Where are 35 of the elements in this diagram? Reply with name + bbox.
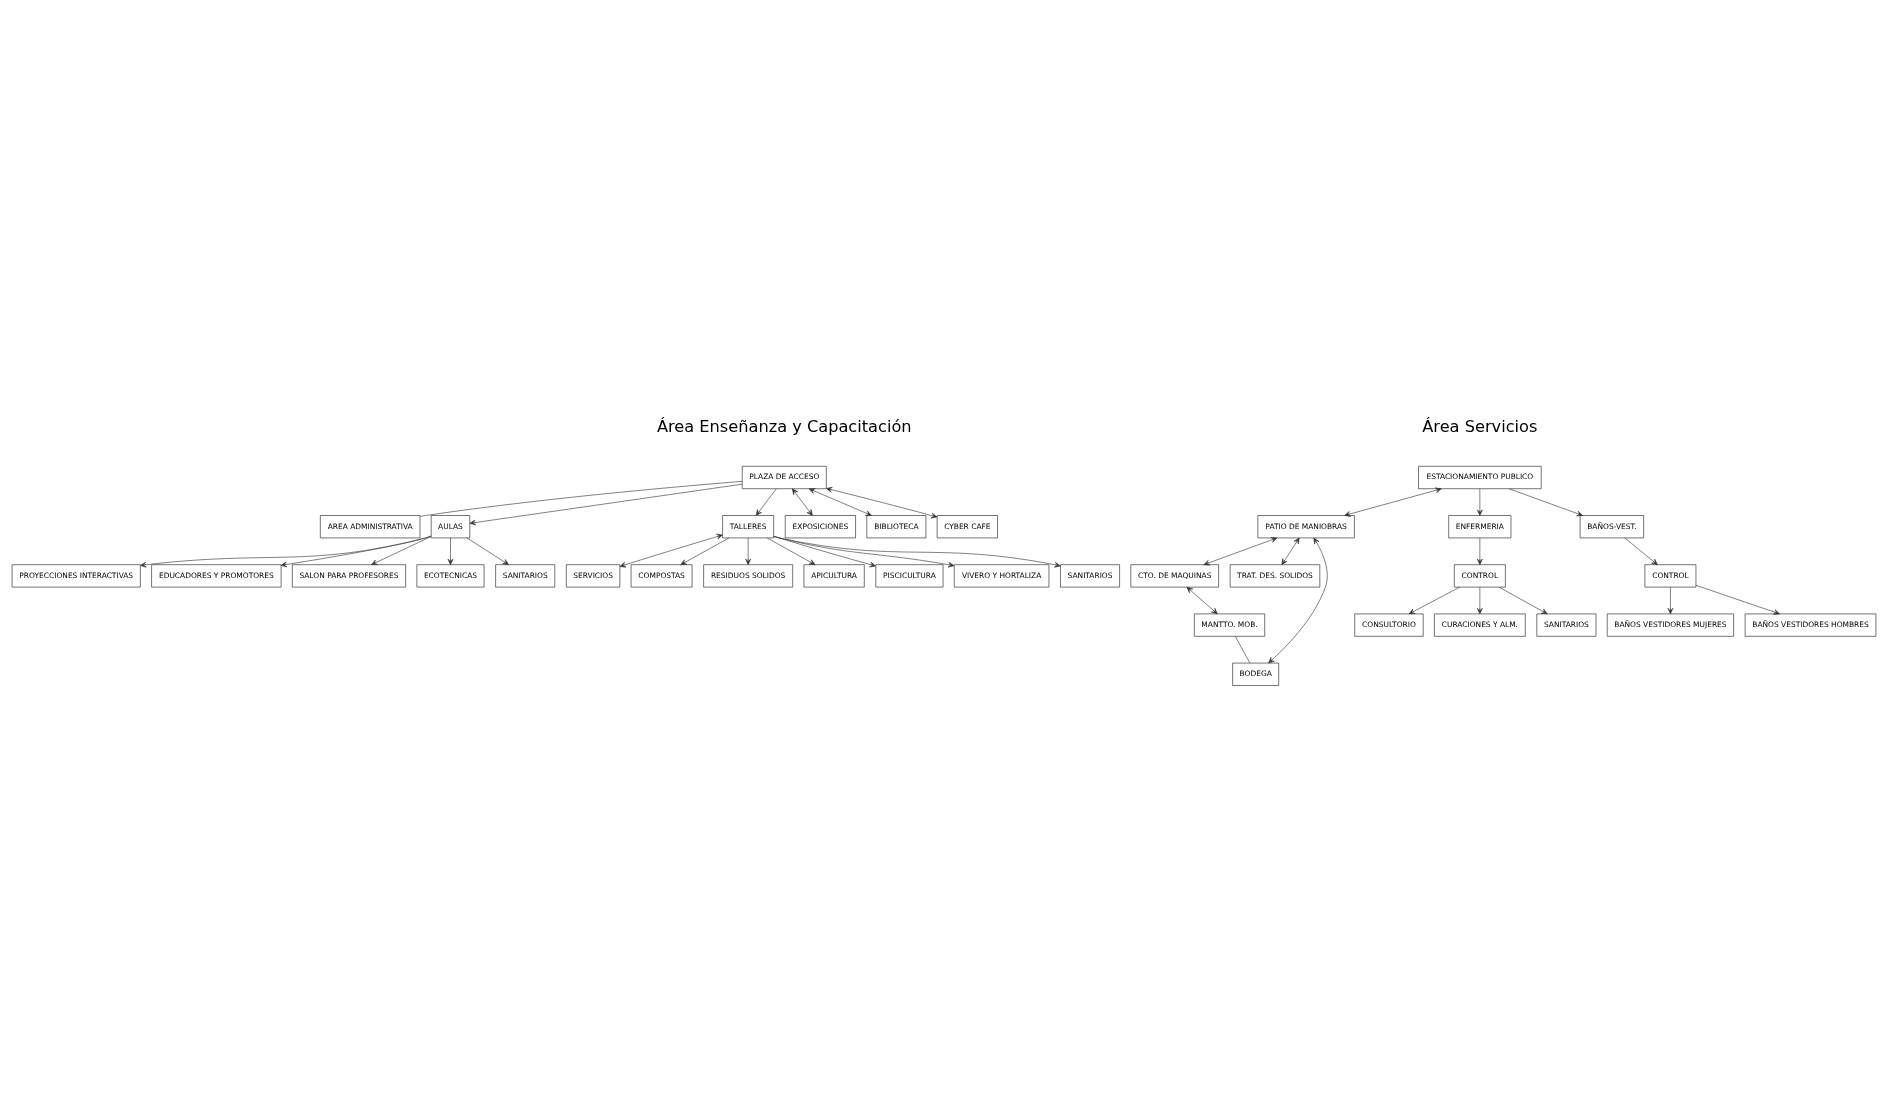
connector xyxy=(1235,636,1251,664)
arrow xyxy=(1186,586,1218,615)
arrow xyxy=(1203,537,1278,566)
arrow xyxy=(773,536,955,568)
label: Área Enseñanza y Capacitación xyxy=(656,416,912,436)
arrow xyxy=(791,488,813,516)
arrow xyxy=(755,488,777,516)
arrow xyxy=(280,535,432,568)
arrow xyxy=(1477,488,1483,516)
arrow xyxy=(1624,537,1658,565)
arrow xyxy=(680,537,730,565)
arrow xyxy=(1268,537,1328,664)
arrow xyxy=(745,537,751,565)
arrow xyxy=(469,483,743,526)
arrow xyxy=(1344,487,1442,517)
arrow xyxy=(1508,488,1583,517)
arrow xyxy=(1408,586,1460,615)
arrow xyxy=(773,535,876,568)
label: Área Servicios xyxy=(1422,416,1538,436)
arrow xyxy=(766,537,816,565)
arrow xyxy=(447,537,454,565)
arrow xyxy=(1477,586,1483,615)
arrow xyxy=(371,536,432,565)
arrow xyxy=(1477,537,1483,565)
arrow xyxy=(826,487,938,519)
arrow xyxy=(773,536,1061,568)
arrow xyxy=(1695,584,1780,615)
arrow xyxy=(1498,586,1548,615)
connector xyxy=(419,481,743,517)
arrow xyxy=(466,537,509,565)
arrow xyxy=(808,488,872,516)
arrow xyxy=(619,533,723,568)
arrow xyxy=(1281,537,1300,565)
arrow xyxy=(1667,586,1674,615)
arrow xyxy=(140,535,432,568)
